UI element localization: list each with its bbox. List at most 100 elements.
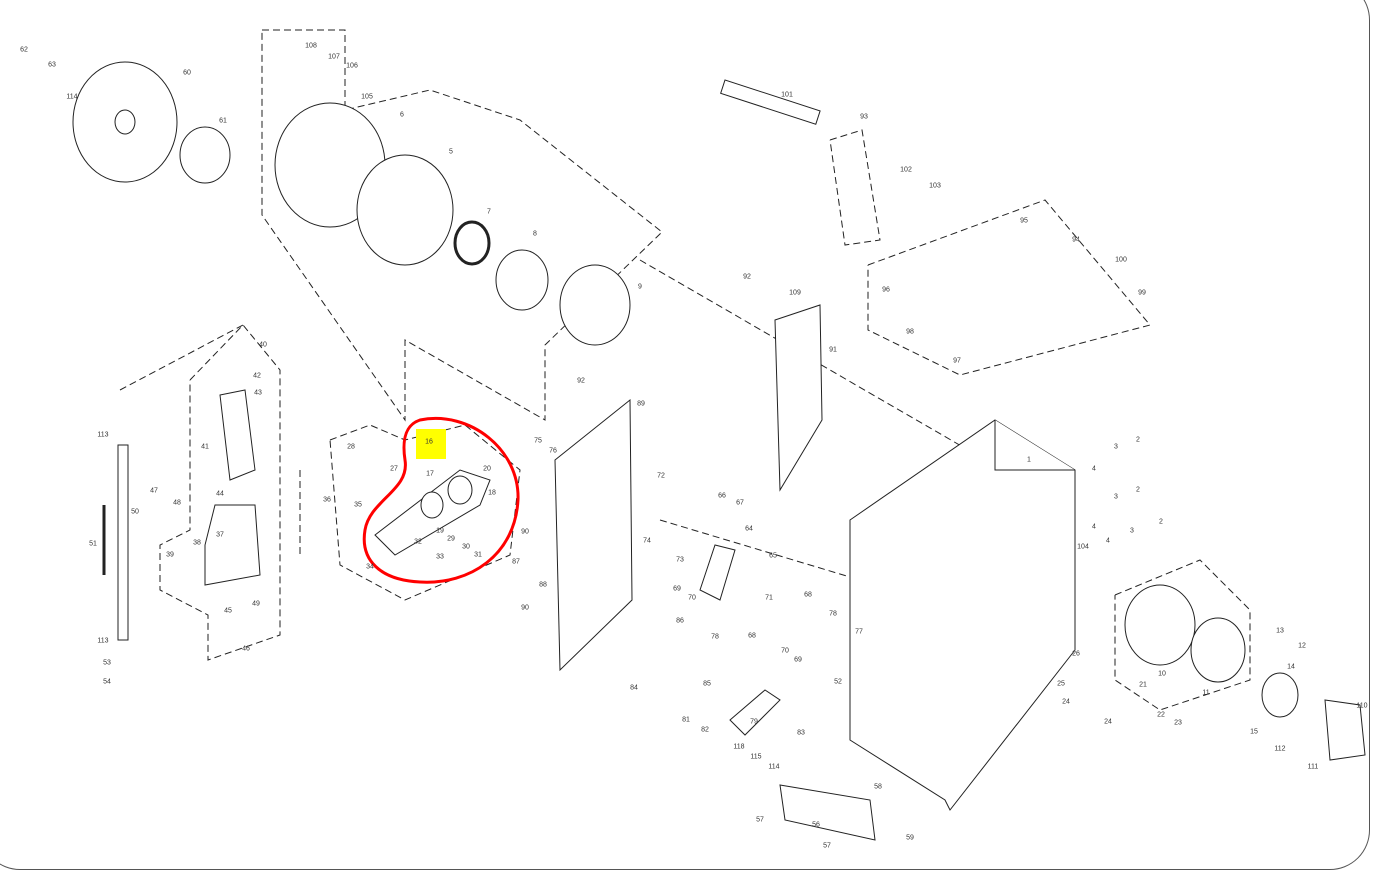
part-label-46: 46 <box>242 645 250 653</box>
part-label-19: 19 <box>436 527 444 535</box>
plate-89 <box>554 398 633 672</box>
part-label-4: 4 <box>1092 523 1096 531</box>
housing-9 <box>559 264 631 346</box>
part-label-108: 108 <box>305 42 317 50</box>
part-label-103: 103 <box>929 182 941 190</box>
boundary-shaft <box>829 129 881 246</box>
part-label-86: 86 <box>676 617 684 625</box>
part-label-2: 2 <box>1136 486 1140 494</box>
part-label-57: 57 <box>823 842 831 850</box>
part-label-33: 33 <box>436 553 444 561</box>
boundary-mid <box>329 424 521 601</box>
part-label-90: 90 <box>521 528 529 536</box>
part-label-21: 21 <box>1139 681 1147 689</box>
part-label-106: 106 <box>346 62 358 70</box>
part-label-71: 71 <box>765 594 773 602</box>
part-label-113: 113 <box>97 637 109 645</box>
part-label-70: 70 <box>781 647 789 655</box>
part-label-104: 104 <box>1077 543 1089 551</box>
part-label-111: 111 <box>1307 763 1319 771</box>
shaft-101 <box>720 79 821 125</box>
part-label-10: 10 <box>1158 670 1166 678</box>
boundary-right <box>867 199 1151 376</box>
part-label-93: 93 <box>860 113 868 121</box>
part-label-43: 43 <box>254 389 262 397</box>
part-label-62: 62 <box>20 46 28 54</box>
boundary-bearing <box>1114 559 1251 711</box>
part-label-4: 4 <box>1092 465 1096 473</box>
part-label-112: 112 <box>1274 745 1286 753</box>
part-label-59: 59 <box>906 834 914 842</box>
part-label-54: 54 <box>103 678 111 686</box>
plate-56 <box>779 784 876 841</box>
plate-91 <box>774 304 823 492</box>
part-label-24: 24 <box>1062 698 1070 706</box>
part-label-26: 26 <box>1072 650 1080 658</box>
part-label-88: 88 <box>539 581 547 589</box>
part-label-96: 96 <box>882 286 890 294</box>
eye-17 <box>420 491 444 519</box>
part-label-51: 51 <box>89 540 97 548</box>
part-label-52: 52 <box>834 678 842 686</box>
part-label-113: 113 <box>97 431 109 439</box>
part-label-6: 6 <box>400 111 404 119</box>
part-label-50: 50 <box>131 508 139 516</box>
part-label-102: 102 <box>900 166 912 174</box>
leader-2 <box>639 259 1021 481</box>
part-label-69: 69 <box>794 656 802 664</box>
yellow-highlight <box>416 429 446 459</box>
part-label-91: 91 <box>829 346 837 354</box>
part-label-70: 70 <box>688 594 696 602</box>
part-label-3: 3 <box>1114 443 1118 451</box>
disc-5 <box>356 154 454 266</box>
part-label-8: 8 <box>533 230 537 238</box>
part-label-42: 42 <box>253 372 261 380</box>
part-label-87: 87 <box>512 558 520 566</box>
part-label-78: 78 <box>829 610 837 618</box>
part-label-97: 97 <box>953 357 961 365</box>
part-label-107: 107 <box>328 53 340 61</box>
clamp-110 <box>1324 699 1366 761</box>
part-label-14: 14 <box>1287 663 1295 671</box>
part-label-58: 58 <box>874 783 882 791</box>
part-label-30: 30 <box>462 543 470 551</box>
part-label-114: 114 <box>768 763 780 771</box>
block-37 <box>204 504 261 586</box>
part-label-34: 34 <box>366 563 374 571</box>
part-label-56: 56 <box>812 821 820 829</box>
part-label-40: 40 <box>259 341 267 349</box>
part-label-79: 79 <box>750 718 758 726</box>
part-label-81: 81 <box>682 716 690 724</box>
part-label-38: 38 <box>193 539 201 547</box>
part-label-67: 67 <box>736 499 744 507</box>
part-label-9: 9 <box>638 283 642 291</box>
part-label-27: 27 <box>390 465 398 473</box>
part-label-12: 12 <box>1298 642 1306 650</box>
part-label-41: 41 <box>201 443 209 451</box>
part-label-74: 74 <box>643 537 651 545</box>
part-label-84: 84 <box>630 684 638 692</box>
boundary-left <box>159 324 281 661</box>
part-label-76: 76 <box>549 447 557 455</box>
part-label-99: 99 <box>1138 289 1146 297</box>
part-label-35: 35 <box>354 501 362 509</box>
part-label-98: 98 <box>906 328 914 336</box>
part-label-49: 49 <box>252 600 260 608</box>
leader-4 <box>659 519 1061 641</box>
part-label-109: 109 <box>789 289 801 297</box>
part-label-101: 101 <box>781 91 793 99</box>
bearing-11 <box>1190 617 1246 683</box>
part-label-23: 23 <box>1174 719 1182 727</box>
part-label-90: 90 <box>521 604 529 612</box>
part-label-115: 115 <box>750 753 762 761</box>
part-label-11: 11 <box>1202 689 1210 697</box>
part-label-68: 68 <box>804 591 812 599</box>
part-label-20: 20 <box>483 465 491 473</box>
part-label-16: 16 <box>425 438 433 446</box>
part-label-2: 2 <box>1136 436 1140 444</box>
part-label-7: 7 <box>487 208 491 216</box>
part-label-39: 39 <box>166 551 174 559</box>
part-label-82: 82 <box>701 726 709 734</box>
frame-1-edge <box>994 420 1075 471</box>
part-label-44: 44 <box>216 490 224 498</box>
